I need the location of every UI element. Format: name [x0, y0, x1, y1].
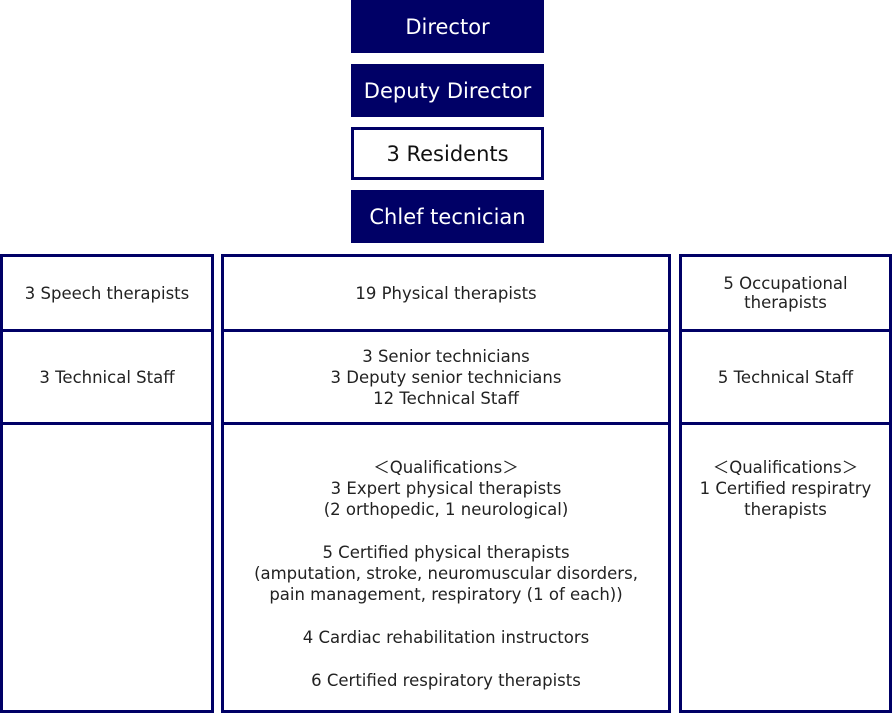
qualification-line: (2 orthopedic, 1 neurological): [323, 500, 569, 519]
qualification-line: pain management, respiratory (1 of each)…: [269, 585, 623, 604]
chief-technician-label: Chlef tecnician: [369, 204, 526, 229]
qualification-line: 1 Certified respiratry: [699, 479, 872, 498]
speech-therapy-column: 3 Speech therapists 3 Technical Staff: [0, 254, 214, 713]
residents-box: 3 Residents: [351, 127, 544, 180]
director-box: Director: [351, 0, 544, 53]
occupational-title-cell: 5 Occupational therapists: [682, 257, 889, 329]
occupational-title-line: 5 Occupational: [723, 274, 848, 293]
qualifications-heading: ＜Qualifications＞: [712, 458, 859, 477]
physical-therapy-column: 19 Physical therapists 3 Senior technici…: [221, 254, 671, 713]
qualification-line: 5 Certified physical therapists: [322, 543, 570, 562]
occupational-staff-cell: 5 Technical Staff: [682, 329, 889, 422]
residents-label: 3 Residents: [386, 141, 509, 166]
physical-title-cell: 19 Physical therapists: [224, 257, 668, 329]
physical-staff-line: 3 Deputy senior technicians: [330, 367, 562, 387]
physical-staff-line: 12 Technical Staff: [373, 388, 519, 408]
physical-staff-cell: 3 Senior technicians 3 Deputy senior tec…: [224, 329, 668, 422]
chief-technician-box: Chlef tecnician: [351, 190, 544, 243]
occupational-qualifications-cell: ＜Qualifications＞ 1 Certified respiratry …: [682, 422, 889, 710]
occupational-therapy-column: 5 Occupational therapists 5 Technical St…: [679, 254, 892, 713]
deputy-director-label: Deputy Director: [363, 78, 532, 103]
occupational-title-line: therapists: [744, 293, 827, 312]
deputy-director-box: Deputy Director: [351, 64, 544, 117]
qualification-line: therapists: [744, 500, 827, 519]
qualification-line: 6 Certified respiratory therapists: [311, 671, 581, 690]
qualifications-heading: ＜Qualifications＞: [373, 458, 519, 477]
speech-staff-cell: 3 Technical Staff: [3, 329, 211, 422]
occupational-staff: 5 Technical Staff: [717, 367, 854, 387]
qualification-line: 4 Cardiac rehabilitation instructors: [302, 628, 590, 647]
physical-staff-line: 3 Senior technicians: [362, 346, 530, 366]
speech-qualifications-cell: [3, 422, 211, 710]
speech-staff: 3 Technical Staff: [39, 367, 175, 387]
speech-title: 3 Speech therapists: [24, 283, 190, 303]
speech-title-cell: 3 Speech therapists: [3, 257, 211, 329]
physical-qualifications-cell: ＜Qualifications＞ 3 Expert physical thera…: [224, 422, 668, 710]
director-label: Director: [405, 14, 490, 39]
qualification-line: 3 Expert physical therapists: [330, 479, 562, 498]
physical-title: 19 Physical therapists: [355, 283, 537, 303]
qualification-line: (amputation, stroke, neuromuscular disor…: [254, 564, 638, 583]
